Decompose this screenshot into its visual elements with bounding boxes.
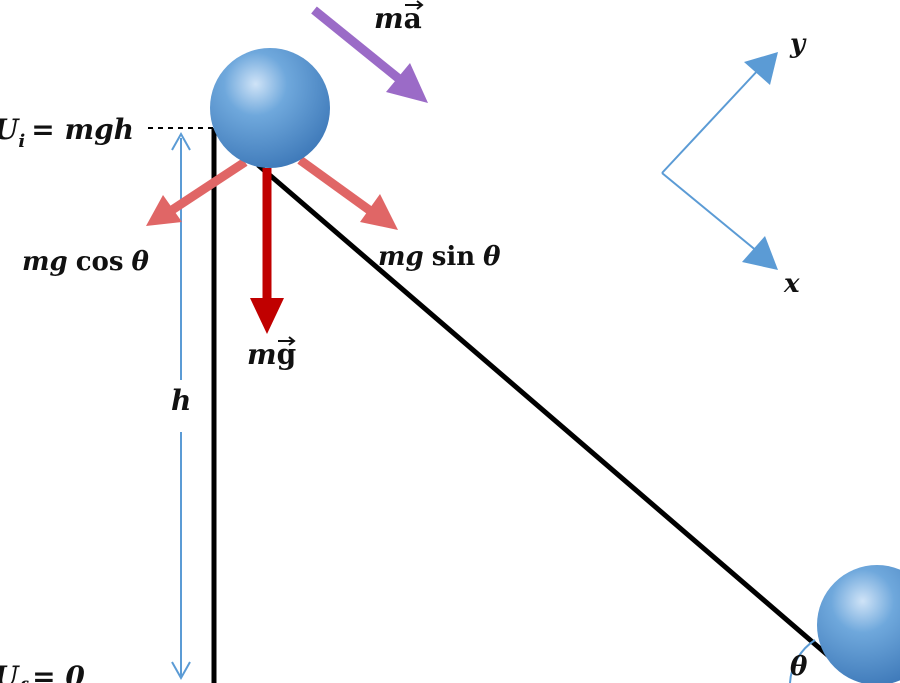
height-arrowhead-bottom-icon [171,661,191,681]
x-axis-label: x [783,269,800,299]
weight-arrow [250,168,284,334]
acceleration-label: ma [374,0,424,35]
height-marker [171,131,191,681]
coordinate-axes [661,52,778,270]
incline-slope [256,163,847,672]
y-axis-label: y [789,29,807,59]
svg-text:mg: mg [247,338,296,371]
weight-label: mg [247,336,296,371]
final-energy-label: Uf= 0 [0,660,85,683]
height-label: h [171,384,191,417]
normal-component-arrow [146,158,248,226]
angle-arc [789,639,816,683]
angle-label: θ [790,652,808,682]
svg-text:ma: ma [374,2,422,35]
x-axis-arrowhead-icon [742,236,778,270]
height-arrowhead-top-icon [171,131,191,151]
acceleration-arrow [311,6,428,103]
initial-energy-label: Ui= mgh [0,113,134,152]
incline [211,128,847,683]
y-axis-arrowhead-icon [744,52,778,85]
parallel-component-arrow [297,156,398,230]
ball-bottom [817,565,900,683]
ball-top [210,48,330,168]
